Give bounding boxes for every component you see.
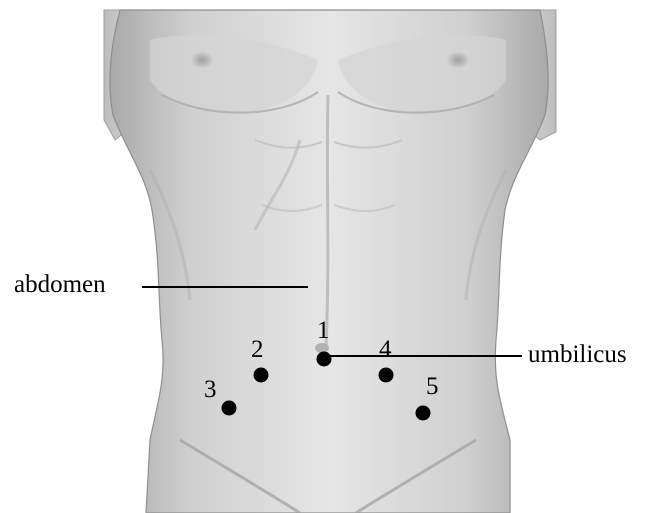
point-label-1: 1 (317, 318, 330, 343)
marker-2 (254, 368, 269, 383)
point-label-5: 5 (426, 374, 439, 399)
abdomen-label: abdomen (14, 272, 106, 297)
marker-1 (317, 352, 332, 367)
marker-4 (379, 368, 394, 383)
point-label-2: 2 (251, 337, 264, 362)
marker-3 (222, 401, 237, 416)
point-label-3: 3 (204, 377, 217, 402)
umbilicus-shape (315, 343, 329, 353)
point-label-4: 4 (379, 337, 392, 362)
marker-5 (416, 406, 431, 421)
umbilicus-label: umbilicus (528, 342, 627, 367)
right-nipple-shape (446, 51, 470, 69)
left-nipple-shape (190, 51, 214, 69)
